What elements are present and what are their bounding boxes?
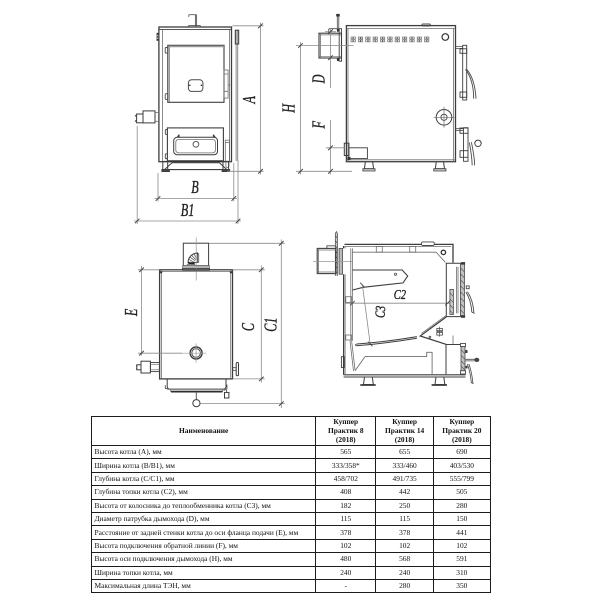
svg-text:F: F bbox=[311, 120, 330, 129]
svg-text:C2: C2 bbox=[394, 286, 406, 302]
svg-text:B: B bbox=[191, 179, 198, 198]
svg-text:A: A bbox=[241, 95, 260, 104]
svg-text:B1: B1 bbox=[181, 202, 195, 221]
svg-text:E: E bbox=[123, 309, 142, 317]
svg-text:C3: C3 bbox=[372, 305, 389, 318]
svg-text:D: D bbox=[310, 75, 329, 85]
svg-text:C1: C1 bbox=[263, 317, 282, 331]
svg-text:C: C bbox=[240, 322, 259, 331]
svg-text:H: H bbox=[281, 103, 300, 114]
